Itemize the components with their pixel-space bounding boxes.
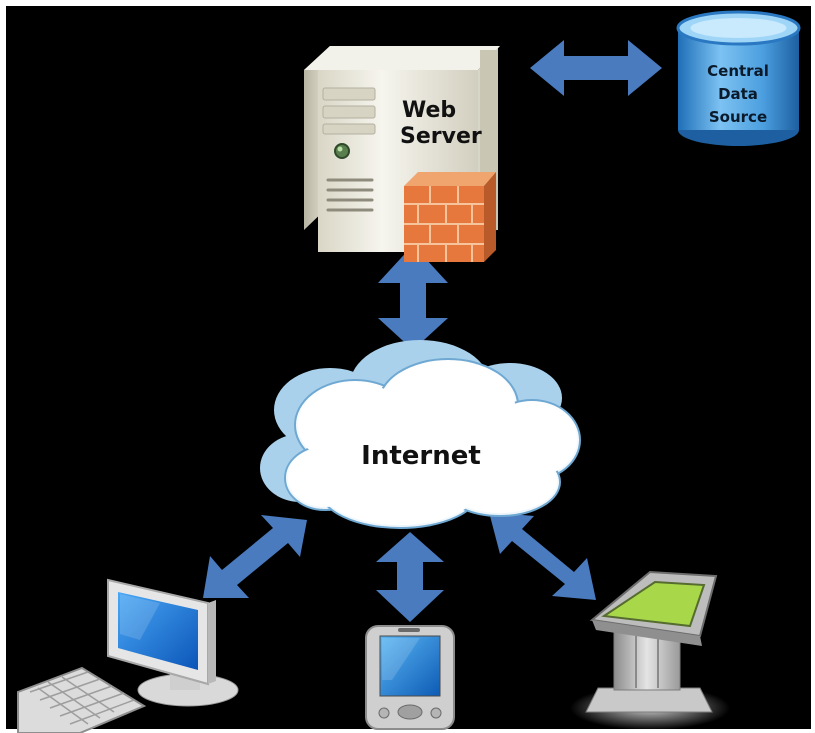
arrow-server-internet	[378, 245, 448, 350]
cloud-icon	[260, 340, 581, 529]
arrow-internet-desktop	[203, 515, 307, 598]
kiosk-icon	[570, 570, 730, 730]
internet-label: Internet	[361, 441, 481, 471]
arrow-server-database	[530, 40, 662, 96]
web-server-label-line1: Web	[402, 98, 456, 123]
data-source-label-line2: Data	[718, 85, 758, 103]
arrow-internet-mobile	[376, 532, 444, 622]
data-source-label-line3: Source	[709, 108, 767, 126]
database-icon	[676, 10, 801, 146]
firewall-icon	[404, 172, 496, 262]
arrow-internet-kiosk	[489, 512, 596, 600]
desktop-computer-icon	[17, 578, 239, 733]
data-source-label-line1: Central	[707, 62, 769, 80]
web-server-label-line2: Server	[400, 124, 482, 149]
pda-icon	[365, 625, 455, 730]
